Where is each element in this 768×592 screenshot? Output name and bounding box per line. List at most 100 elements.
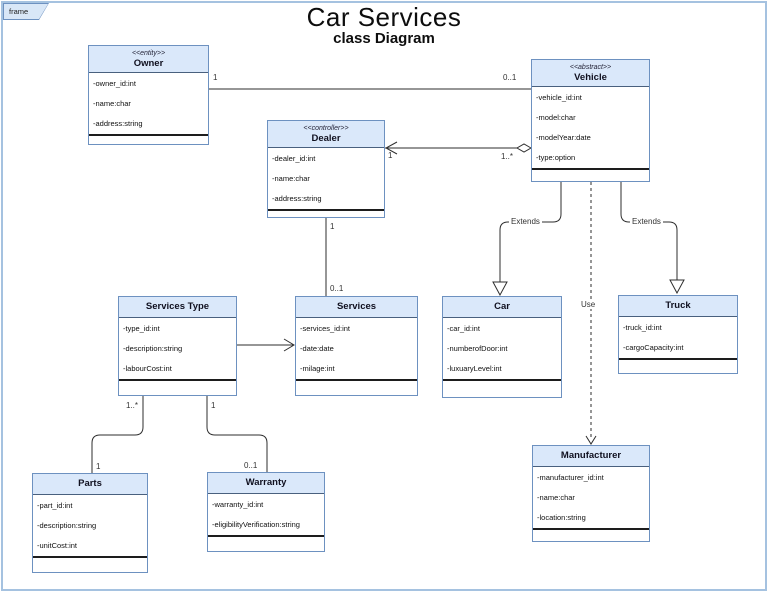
multiplicity-parts-end: 1 — [96, 462, 101, 471]
class-warranty-name: Warranty — [245, 477, 287, 488]
class-manufacturer-methods-section — [533, 528, 649, 541]
attribute: -milage:int — [300, 364, 335, 373]
attribute: -description:string — [123, 344, 183, 353]
attribute: -model:char — [536, 113, 576, 122]
dependency-vehicle-manufacturer[interactable] — [585, 182, 597, 445]
extends-label-car: Extends — [509, 217, 542, 226]
multiplicity-servicestype-parts-top: 1..* — [126, 401, 139, 410]
class-vehicle[interactable]: <<abstract>> Vehicle -vehicle_id:int -mo… — [531, 59, 650, 182]
class-owner[interactable]: <<entity>> Owner -owner_id:int -name:cha… — [88, 45, 209, 145]
attribute: -truck_id:int — [623, 323, 662, 332]
attribute: -description:string — [37, 521, 97, 530]
class-manufacturer-attributes: -manufacturer_id:int -name:char -locatio… — [533, 467, 649, 528]
association-servicestype-services[interactable] — [237, 338, 295, 352]
class-truck-attributes: -truck_id:int -cargoCapacity:int — [619, 317, 737, 358]
class-manufacturer-header: Manufacturer — [533, 446, 649, 467]
class-manufacturer-name: Manufacturer — [560, 450, 622, 461]
class-vehicle-methods-section — [532, 168, 649, 181]
multiplicity-dealer-end: 1 — [388, 151, 393, 160]
attribute: -modelYear:date — [536, 133, 591, 142]
class-dealer-attributes: -dealer_id:int -name:char -address:strin… — [268, 148, 384, 209]
attribute: -name:char — [537, 493, 575, 502]
multiplicity-warranty-end: 0..1 — [244, 461, 258, 470]
class-vehicle-attributes: -vehicle_id:int -model:char -modelYear:d… — [532, 87, 649, 168]
attribute: -part_id:int — [37, 501, 73, 510]
class-dealer[interactable]: <<controller>> Dealer -dealer_id:int -na… — [267, 120, 385, 218]
class-car-name: Car — [494, 301, 510, 312]
attribute: -luxuaryLevel:int — [447, 364, 502, 373]
class-owner-stereotype: <<entity>> — [131, 50, 166, 57]
class-parts[interactable]: Parts -part_id:int -description:string -… — [32, 473, 148, 573]
attribute: -date:date — [300, 344, 334, 353]
attribute: -dealer_id:int — [272, 154, 316, 163]
association-servicestype-parts[interactable] — [91, 396, 144, 473]
class-parts-header: Parts — [33, 474, 147, 495]
class-warranty-methods-section — [208, 535, 324, 551]
class-warranty-header: Warranty — [208, 473, 324, 494]
extends-vehicle-car[interactable] — [492, 182, 562, 297]
class-owner-attributes: -owner_id:int -name:char -address:string — [89, 73, 208, 134]
attribute: -name:char — [93, 99, 131, 108]
attribute: -numberofDoor:int — [447, 344, 508, 353]
attribute: -unitCost:int — [37, 541, 78, 550]
attribute: -cargoCapacity:int — [623, 343, 684, 352]
attribute: -labourCost:int — [123, 364, 172, 373]
extends-vehicle-truck[interactable] — [620, 182, 685, 295]
class-dealer-header: <<controller>> Dealer — [268, 121, 384, 148]
multiplicity-dealer-services-bottom: 0..1 — [330, 284, 344, 293]
class-services-type[interactable]: Services Type -type_id:int -description:… — [118, 296, 237, 396]
class-parts-attributes: -part_id:int -description:string -unitCo… — [33, 495, 147, 556]
association-servicestype-warranty[interactable] — [206, 396, 268, 472]
attribute: -eligibilityVerification:string — [212, 520, 300, 529]
class-truck-name: Truck — [665, 300, 691, 311]
attribute: -location:string — [537, 513, 586, 522]
class-services-name: Services — [336, 301, 377, 312]
attribute: -vehicle_id:int — [536, 93, 582, 102]
multiplicity-servicestype-warranty-top: 1 — [211, 401, 216, 410]
class-car-methods-section — [443, 379, 561, 397]
attribute: -owner_id:int — [93, 79, 136, 88]
class-services[interactable]: Services -services_id:int -date:date -mi… — [295, 296, 418, 396]
attribute: -name:char — [272, 174, 310, 183]
attribute: -warranty_id:int — [212, 500, 264, 509]
class-truck[interactable]: Truck -truck_id:int -cargoCapacity:int — [618, 295, 738, 374]
class-services-type-header: Services Type — [119, 297, 236, 318]
class-car[interactable]: Car -car_id:int -numberofDoor:int -luxua… — [442, 296, 562, 398]
extends-label-truck: Extends — [630, 217, 663, 226]
multiplicity-owner-end: 1 — [213, 73, 218, 82]
class-vehicle-stereotype: <<abstract>> — [569, 64, 612, 71]
class-services-header: Services — [296, 297, 417, 318]
class-vehicle-header: <<abstract>> Vehicle — [532, 60, 649, 87]
class-warranty[interactable]: Warranty -warranty_id:int -eligibilityVe… — [207, 472, 325, 552]
multiplicity-dealer-services-top: 1 — [330, 222, 335, 231]
class-dealer-name: Dealer — [311, 133, 341, 144]
class-dealer-methods-section — [268, 209, 384, 217]
class-parts-methods-section — [33, 556, 147, 572]
class-truck-methods-section — [619, 358, 737, 373]
multiplicity-vehicle-at-owner: 0..1 — [503, 73, 517, 82]
attribute: -type:option — [536, 153, 576, 162]
class-services-attributes: -services_id:int -date:date -milage:int — [296, 318, 417, 379]
class-services-methods-section — [296, 379, 417, 395]
class-services-type-methods-section — [119, 379, 236, 395]
class-car-attributes: -car_id:int -numberofDoor:int -luxuaryLe… — [443, 318, 561, 379]
attribute: -manufacturer_id:int — [537, 473, 604, 482]
attribute: -address:string — [93, 119, 143, 128]
class-parts-name: Parts — [78, 478, 102, 489]
class-owner-name: Owner — [133, 58, 164, 69]
use-label: Use — [579, 300, 598, 309]
class-owner-header: <<entity>> Owner — [89, 46, 208, 73]
frame-tab-label: frame — [4, 4, 48, 19]
class-services-type-name: Services Type — [145, 301, 210, 312]
attribute: -address:string — [272, 194, 322, 203]
class-dealer-stereotype: <<controller>> — [303, 125, 349, 132]
aggregation-vehicle-dealer[interactable] — [384, 141, 533, 155]
multiplicity-vehicle-at-dealer: 1..* — [501, 152, 514, 161]
class-services-type-attributes: -type_id:int -description:string -labour… — [119, 318, 236, 379]
class-manufacturer[interactable]: Manufacturer -manufacturer_id:int -name:… — [532, 445, 650, 542]
attribute: -services_id:int — [300, 324, 351, 333]
class-truck-header: Truck — [619, 296, 737, 317]
attribute: -type_id:int — [123, 324, 160, 333]
frame-tab[interactable]: frame — [3, 3, 49, 20]
